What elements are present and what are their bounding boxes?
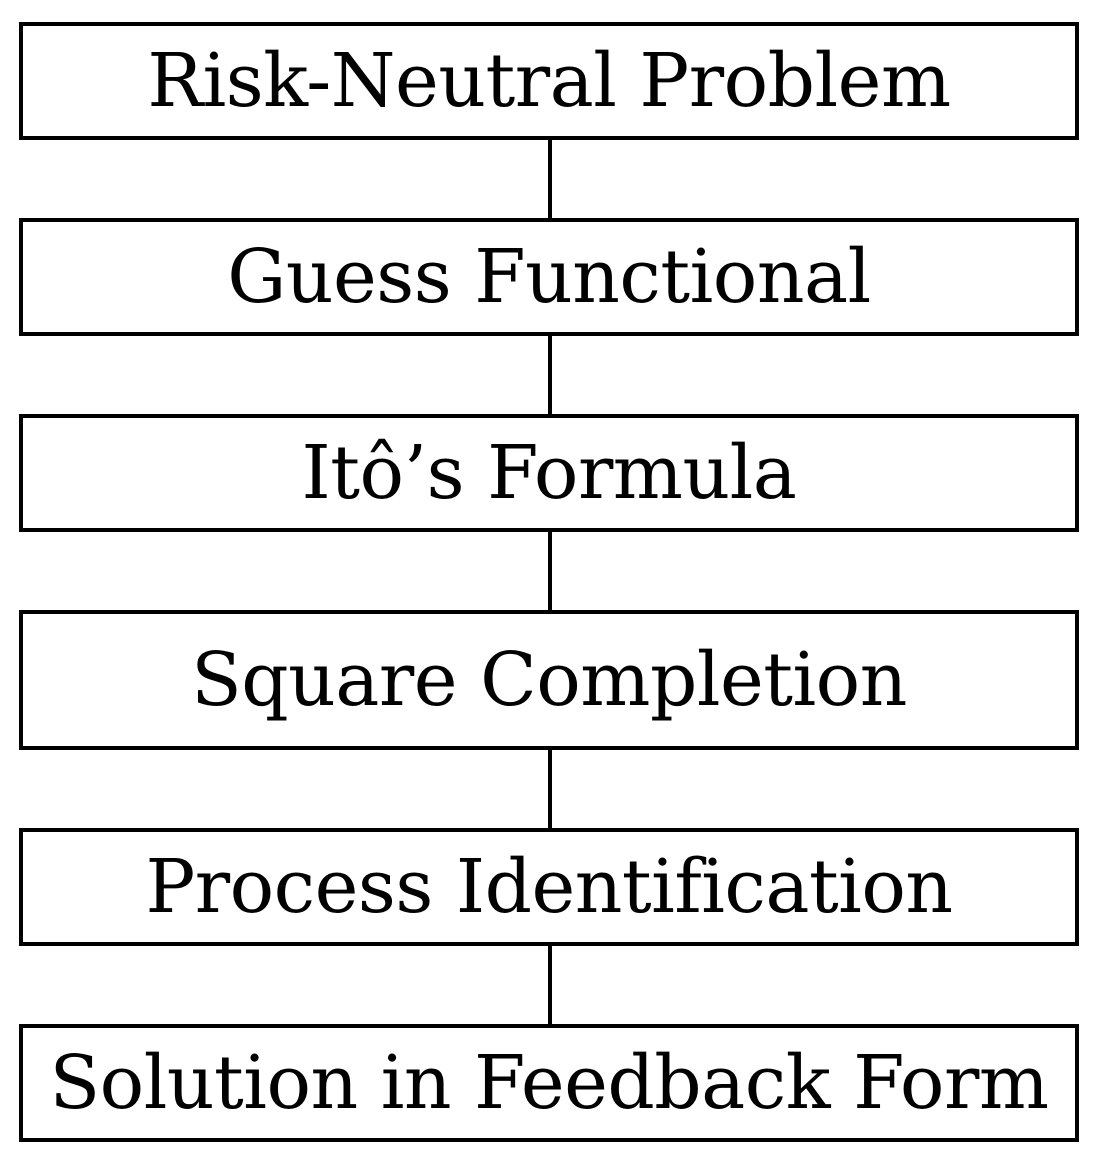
step-risk-neutral-problem: Risk-Neutral Problem	[19, 22, 1079, 140]
step-itos-formula: Itô’s Formula	[19, 414, 1079, 532]
connector-line	[548, 946, 552, 1024]
step-guess-functional: Guess Functional	[19, 218, 1079, 336]
step-process-identification: Process Identification	[19, 828, 1079, 946]
step-label: Solution in Feedback Form	[49, 1040, 1049, 1126]
step-label: Square Completion	[191, 637, 907, 723]
connector-line	[548, 750, 552, 828]
step-label: Risk-Neutral Problem	[147, 38, 951, 124]
connector-line	[548, 140, 552, 218]
step-label: Itô’s Formula	[301, 430, 797, 516]
step-square-completion: Square Completion	[19, 610, 1079, 750]
connector-line	[548, 336, 552, 414]
connector-line	[548, 532, 552, 610]
step-solution-in-feedback-form: Solution in Feedback Form	[19, 1024, 1079, 1142]
step-label: Guess Functional	[227, 234, 871, 320]
step-label: Process Identification	[145, 844, 953, 930]
